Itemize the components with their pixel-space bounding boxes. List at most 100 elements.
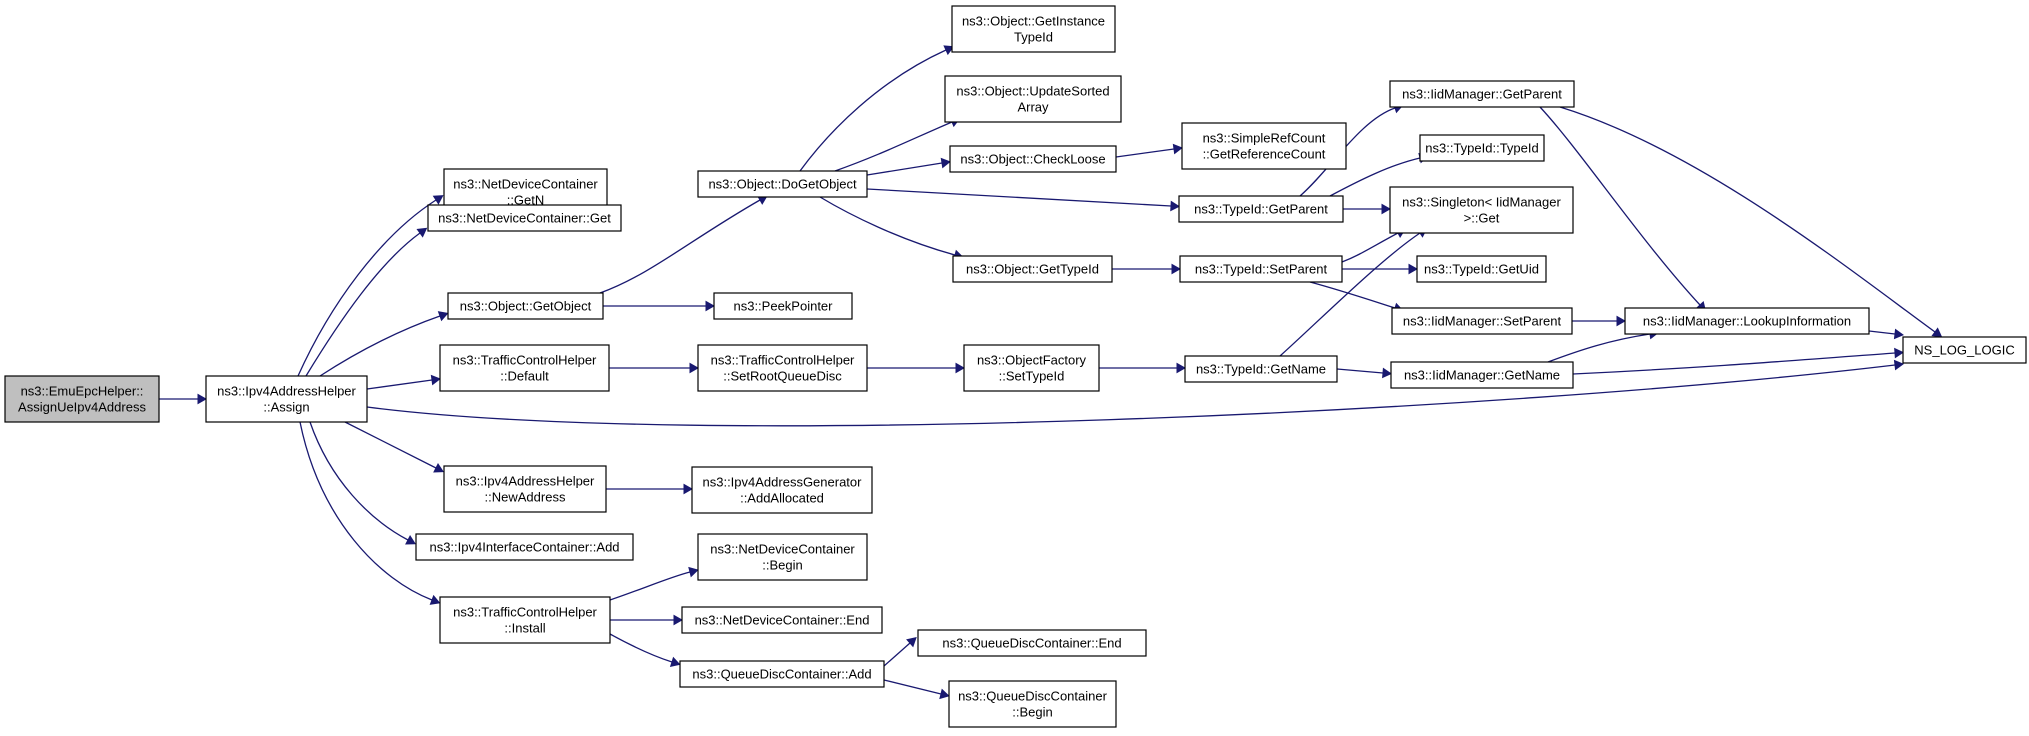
node-label-line: ns3::TypeId::TypeId [1425, 141, 1538, 156]
node-ndc-begin[interactable]: ns3::NetDeviceContainer::Begin [697, 533, 868, 581]
node-checkloose[interactable]: ns3::Object::CheckLoose [949, 145, 1117, 173]
node-ndc-get[interactable]: ns3::NetDeviceContainer::Get [427, 204, 622, 232]
node-qdc-end[interactable]: ns3::QueueDiscContainer::End [917, 629, 1147, 657]
node-box [713, 292, 853, 320]
arrowhead-icon [1616, 315, 1627, 327]
node-iid-getname[interactable]: ns3::IidManager::GetName [1390, 361, 1574, 389]
node-label-line: ::GetReferenceCount [1203, 147, 1326, 162]
node-tch-install[interactable]: ns3::TrafficControlHelper::Install [439, 596, 611, 644]
edge-checkloose-to-getrefcount [1115, 143, 1183, 158]
edge-line [1336, 368, 1384, 374]
node-qdc-begin[interactable]: ns3::QueueDiscContainer::Begin [948, 680, 1117, 728]
edge-tid_setparent-to-iid_setparent [1309, 281, 1404, 313]
arrowhead-icon [1931, 327, 1943, 338]
node-box [1624, 307, 1870, 335]
node-box [1389, 80, 1575, 108]
node-label-line: ::Default [500, 369, 549, 384]
node-box [1390, 361, 1574, 389]
node-tid-getname[interactable]: ns3::TypeId::GetName [1184, 355, 1338, 383]
node-label-line: ns3::Object::GetObject [460, 299, 592, 314]
node-box [917, 629, 1147, 657]
node-label-line: NS_LOG_LOGIC [1914, 343, 2014, 358]
node-label-line: ns3::NetDeviceContainer::End [695, 613, 870, 628]
node-iid-setparent[interactable]: ns3::IidManager::SetParent [1391, 307, 1573, 335]
arrowhead-icon [683, 483, 694, 495]
edge-iid_lookup-to-nslog [1868, 328, 1904, 340]
node-assign[interactable]: ns3::Ipv4AddressHelper::Assign [205, 375, 368, 423]
edge-newaddress-to-addallocated [606, 483, 694, 495]
node-tid-setparent[interactable]: ns3::TypeId::SetParent [1179, 255, 1343, 283]
node-label-line: ns3::TypeId::GetParent [1194, 202, 1328, 217]
node-label-line: ns3::NetDeviceContainer [453, 177, 598, 192]
arrowhead-icon [1170, 200, 1181, 212]
node-box [1181, 122, 1347, 170]
edge-line [819, 196, 956, 256]
node-iic-add[interactable]: ns3::Ipv4InterfaceContainer::Add [415, 533, 634, 561]
arrowhead-icon [1176, 362, 1187, 374]
node-label-line: ns3::TypeId::SetParent [1195, 262, 1328, 277]
node-singleton-get[interactable]: ns3::Singleton< IidManager>::Get [1389, 186, 1574, 234]
node-tch-default[interactable]: ns3::TrafficControlHelper::Default [439, 344, 610, 392]
node-nslog[interactable]: NS_LOG_LOGIC [1902, 336, 2027, 364]
node-label-line: ::SetRootQueueDisc [723, 369, 842, 384]
node-box [679, 660, 885, 688]
node-setrootqd[interactable]: ns3::TrafficControlHelper::SetRootQueueD… [697, 344, 868, 392]
nodes: ns3::EmuEpcHelper::AssignUeIpv4Addressns… [4, 5, 2027, 728]
edge-obj_gettypeid-to-tid_setparent [1112, 263, 1182, 275]
arrowhead-icon [437, 311, 449, 322]
node-of-settypeid[interactable]: ns3::ObjectFactory::SetTypeId [963, 344, 1100, 392]
node-iid-lookup[interactable]: ns3::IidManager::LookupInformation [1624, 307, 1870, 335]
node-tid-typeid[interactable]: ns3::TypeId::TypeId [1419, 134, 1545, 162]
node-label-line: ns3::QueueDiscContainer::Add [692, 667, 871, 682]
node-label-line: ns3::Ipv4AddressHelper [217, 384, 356, 399]
node-label-line: ns3::ObjectFactory [977, 353, 1087, 368]
node-ndc-end[interactable]: ns3::NetDeviceContainer::End [681, 606, 883, 634]
node-peekpointer[interactable]: ns3::PeekPointer [713, 292, 853, 320]
node-dogetobject[interactable]: ns3::Object::DoGetObject [697, 170, 868, 198]
arrowhead-icon [1172, 143, 1183, 155]
edge-getobject-to-dogetobject [599, 195, 768, 294]
edge-dogetobject-to-checkloose [866, 157, 951, 176]
node-box [697, 533, 868, 581]
edge-line [609, 571, 691, 601]
node-tid-getparent[interactable]: ns3::TypeId::GetParent [1178, 195, 1344, 223]
node-getrefcount[interactable]: ns3::SimpleRefCount::GetReferenceCount [1181, 122, 1347, 170]
node-newaddress[interactable]: ns3::Ipv4AddressHelper::NewAddress [443, 465, 607, 513]
edge-tid_getname-to-iid_getname [1336, 367, 1392, 379]
edge-assign-to-getobject [319, 311, 449, 377]
node-tid-getuid[interactable]: ns3::TypeId::GetUid [1416, 255, 1547, 283]
node-addallocated[interactable]: ns3::Ipv4AddressGenerator::AddAllocated [691, 466, 873, 514]
node-qdc-add[interactable]: ns3::QueueDiscContainer::Add [679, 660, 885, 688]
edge-assign-to-tch_install [299, 421, 441, 605]
node-label-line: ns3::NetDeviceContainer [710, 542, 855, 557]
edge-assign-to-newaddress [344, 421, 445, 473]
arrowhead-icon [943, 45, 955, 56]
edge-line [1115, 148, 1175, 158]
node-box [415, 533, 634, 561]
arrowhead-icon [432, 195, 444, 205]
node-box [1178, 195, 1344, 223]
node-obj-gettypeid[interactable]: ns3::Object::GetTypeId [952, 255, 1113, 283]
node-box [691, 466, 873, 514]
edge-tid_setparent-to-singleton_get [1341, 228, 1406, 263]
node-label-line: ns3::Object::DoGetObject [708, 177, 857, 192]
node-iid-getparent[interactable]: ns3::IidManager::GetParent [1389, 80, 1575, 108]
node-box [1391, 307, 1573, 335]
edge-line [1559, 106, 1936, 333]
edge-line [1572, 352, 1896, 375]
node-box [951, 5, 1116, 53]
arrowhead-icon [1893, 359, 1904, 371]
node-label-line: ns3::Ipv4AddressGenerator [703, 475, 863, 490]
edge-line [883, 642, 911, 667]
edge-line [1547, 333, 1651, 363]
edge-line [1309, 281, 1396, 309]
node-label-line: ns3::Object::UpdateSorted [956, 84, 1109, 99]
arrowhead-icon [1408, 263, 1419, 275]
node-getobject[interactable]: ns3::Object::GetObject [447, 292, 604, 320]
edge-line [299, 421, 433, 601]
edge-line [599, 199, 761, 294]
